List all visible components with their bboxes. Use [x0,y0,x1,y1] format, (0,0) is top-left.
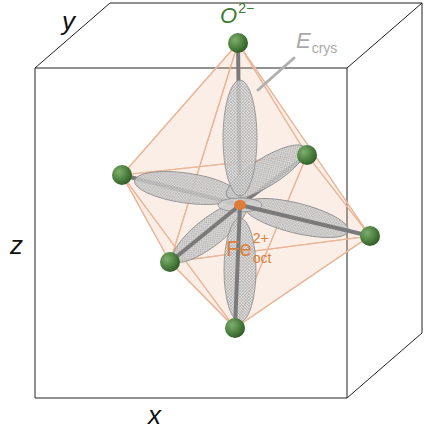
charge-superscript: 2− [238,1,254,15]
ion-label: O [220,5,237,27]
leader-line [258,58,294,90]
iron-ion [234,200,246,210]
axis-label: y [62,8,75,34]
charge-superscript: 2+ [253,231,269,245]
energy-subscript: crys [312,41,338,55]
octahedron [122,43,370,328]
energy-label: E [296,30,311,52]
cube-frame [35,3,422,398]
site-subscript: oct [253,251,272,265]
d-orbital-lobes [132,80,352,322]
axis-label: z [10,232,23,258]
axis-label: x [148,402,161,428]
oxygen-ions [112,33,380,338]
bond-axes-front [170,205,370,328]
ion-label: Fe [226,238,252,260]
